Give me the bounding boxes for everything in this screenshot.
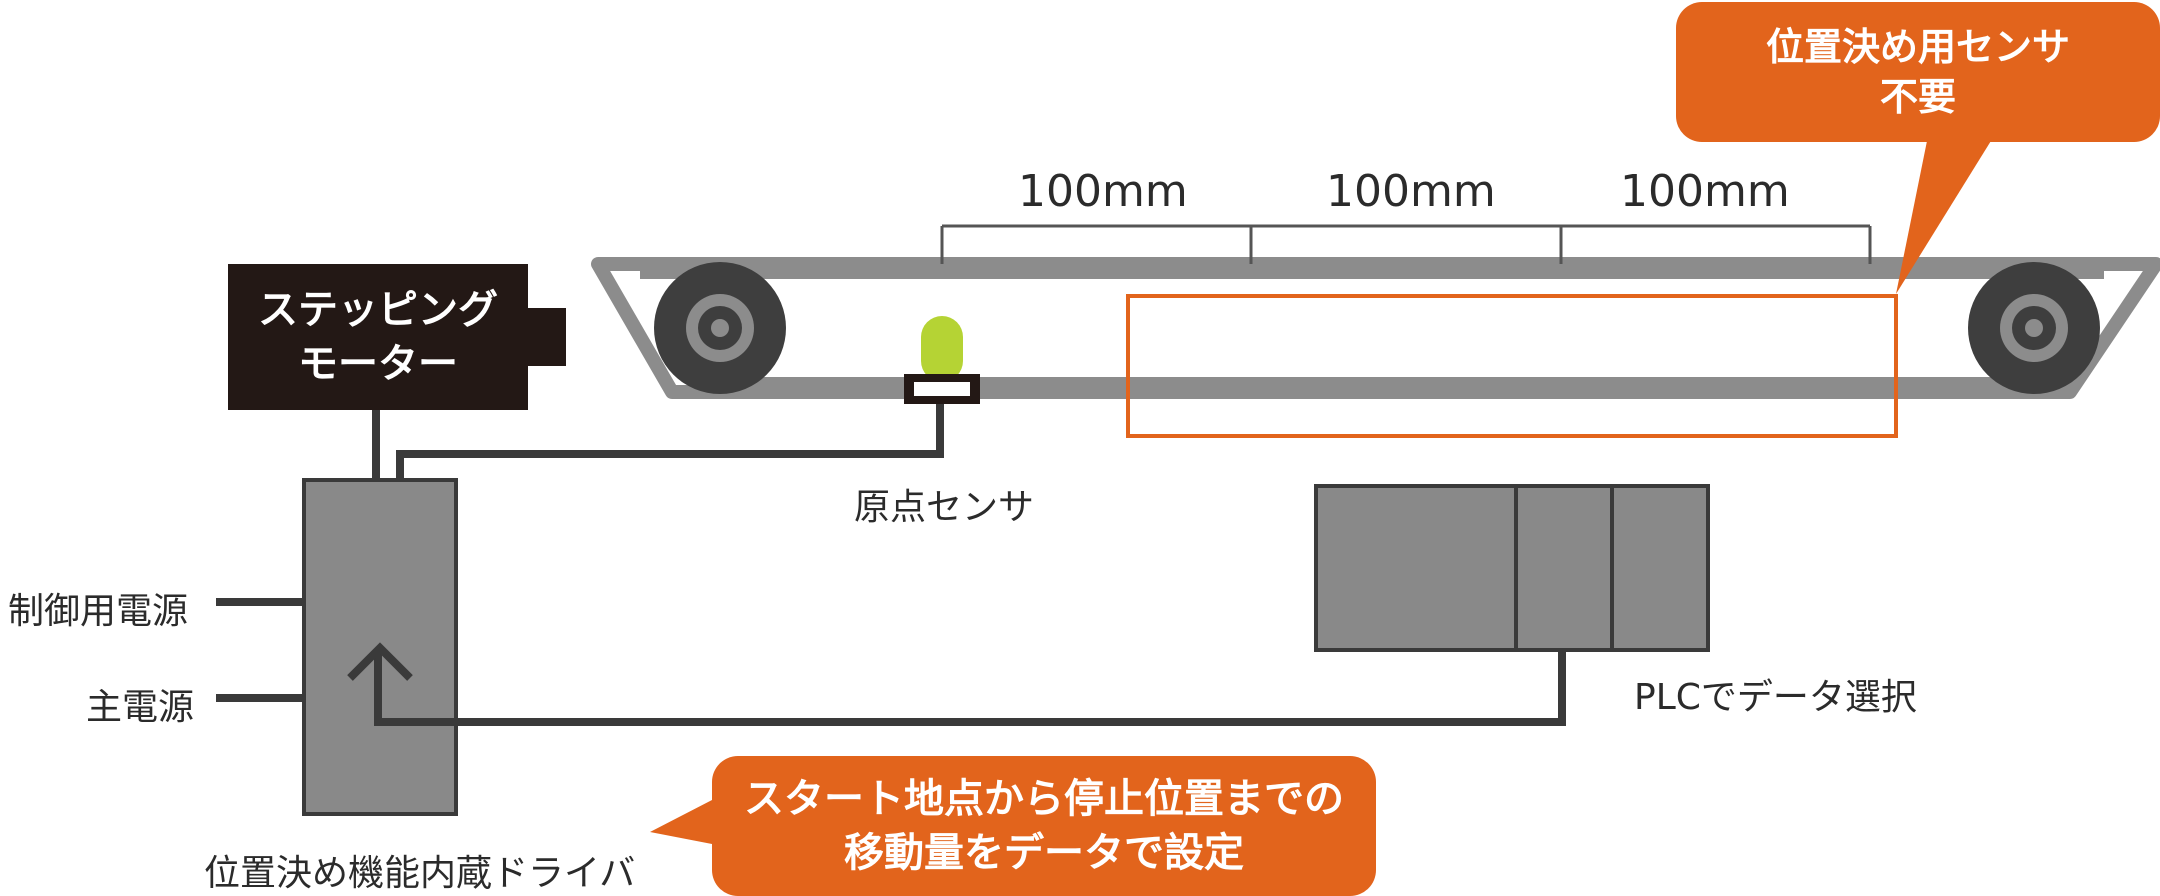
- positioning-zone-highlight: [1126, 294, 1898, 438]
- arrow-up-icon: [347, 642, 413, 681]
- motor-label-line2: モーター: [298, 341, 458, 387]
- dimension-label-1: 100mm: [1018, 166, 1188, 217]
- motor-label-line1: ステッピング: [258, 287, 498, 333]
- driver-label: 位置決め機能内蔵ドライバ: [204, 853, 636, 894]
- data-setting-callout: スタート地点から停止位置までの 移動量をデータで設定: [712, 756, 1376, 896]
- dimension-brackets: [940, 224, 1872, 264]
- plc-unit: [1314, 484, 1710, 652]
- left-pulley-icon: [654, 262, 786, 394]
- sensor-callout-pointer: [1896, 136, 1994, 294]
- right-pulley-icon: [1968, 262, 2100, 394]
- origin-sensor-icon: [904, 316, 980, 404]
- sensor-callout-line1: 位置決め用センサ: [1765, 25, 2070, 69]
- dimension-label-3: 100mm: [1620, 166, 1790, 217]
- data-callout-line2: 移動量をデータで設定: [844, 830, 1244, 876]
- sensor-not-required-callout: 位置決め用センサ 不要: [1676, 2, 2160, 142]
- motor-shaft: [528, 308, 566, 366]
- sensor-callout-line2: 不要: [1879, 75, 1956, 119]
- data-callout-line1: スタート地点から停止位置までの: [744, 776, 1344, 822]
- wiring: [216, 404, 1566, 726]
- dimension-label-2: 100mm: [1326, 166, 1496, 217]
- conveyor-frame: [591, 257, 2160, 399]
- plc-label: PLCでデータ選択: [1634, 677, 1917, 718]
- control-power-label: 制御用電源: [8, 591, 189, 632]
- main-power-label: 主電源: [86, 687, 195, 728]
- stepping-motor: ステッピング モーター: [228, 264, 528, 410]
- origin-sensor-label: 原点センサ: [854, 487, 1035, 528]
- data-callout-pointer: [650, 800, 712, 844]
